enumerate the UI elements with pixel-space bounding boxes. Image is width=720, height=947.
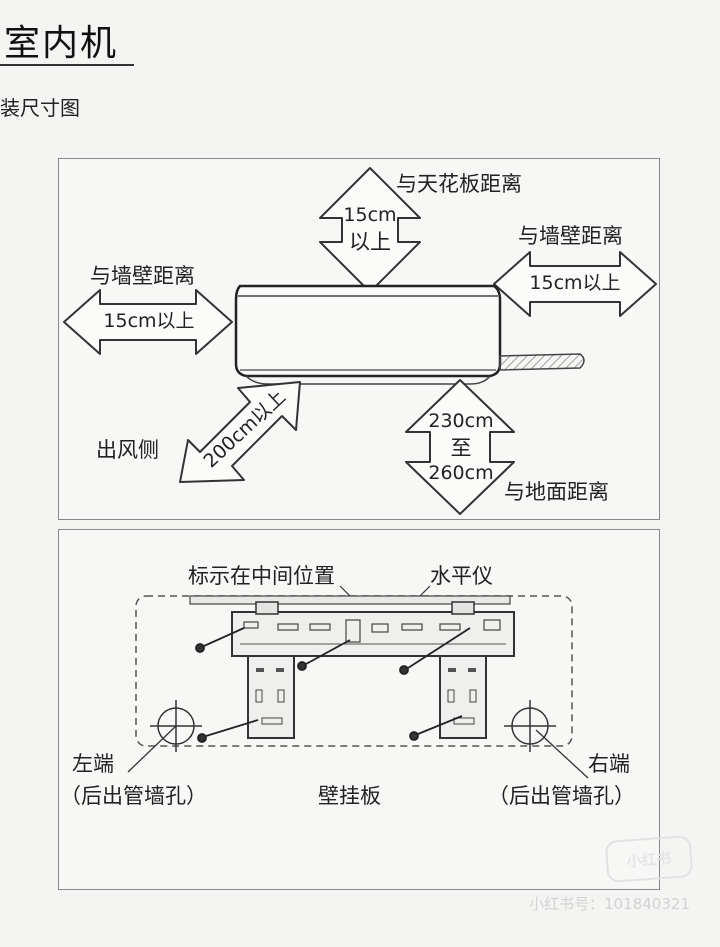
- refrigerant-pipe: [499, 353, 585, 371]
- floor-distance-min: 230cm: [428, 410, 494, 432]
- floor-distance-to: 至: [450, 436, 472, 460]
- right-wall-distance-label: 与墙壁距离: [518, 224, 623, 248]
- ceiling-distance-value-suffix: 以上: [349, 230, 391, 254]
- right-end-label: 右端: [588, 752, 630, 776]
- watermark-logo: 小红书: [604, 835, 694, 883]
- outlet-clearance-arrow: [179, 381, 301, 483]
- left-end-sublabel: （后出管墙孔）: [60, 784, 207, 808]
- left-end-label: 左端: [72, 752, 114, 776]
- wall-mounting-plate: [231, 601, 515, 739]
- right-wall-distance-value: 15cm以上: [529, 272, 621, 294]
- left-wall-distance-label: 与墙壁距离: [90, 264, 195, 288]
- floor-distance-label: 与地面距离: [504, 480, 609, 504]
- floor-distance-max: 260cm: [428, 462, 494, 484]
- right-wall-clearance-arrow: [493, 251, 657, 317]
- level-label: 水平仪: [430, 564, 493, 588]
- left-end-leader: [127, 725, 177, 773]
- mounting-panel: [58, 529, 660, 890]
- mounting-plate-label: 壁挂板: [318, 784, 381, 808]
- ceiling-distance-value: 15cm: [343, 204, 397, 226]
- left-wall-clearance-arrow: [63, 289, 233, 355]
- page-title: 室内机: [4, 23, 119, 64]
- screw-icon: [195, 627, 471, 743]
- watermark-id: 小红书号：101840321: [529, 895, 690, 913]
- left-wall-distance-value: 15cm以上: [103, 310, 195, 332]
- ceiling-distance-label: 与天花板距离: [396, 172, 522, 196]
- page-subtitle: 装尺寸图: [0, 96, 80, 120]
- floor-clearance-arrow: [405, 379, 515, 515]
- title-underline: [0, 64, 134, 66]
- outlet-side-label: 出风侧: [96, 438, 159, 462]
- indoor-unit: [234, 284, 502, 385]
- right-end-leader: [535, 729, 589, 779]
- right-wall-hole-icon: [504, 700, 556, 752]
- right-end-sublabel: （后出管墙孔）: [488, 784, 635, 808]
- center-mark-label: 标示在中间位置: [188, 564, 335, 588]
